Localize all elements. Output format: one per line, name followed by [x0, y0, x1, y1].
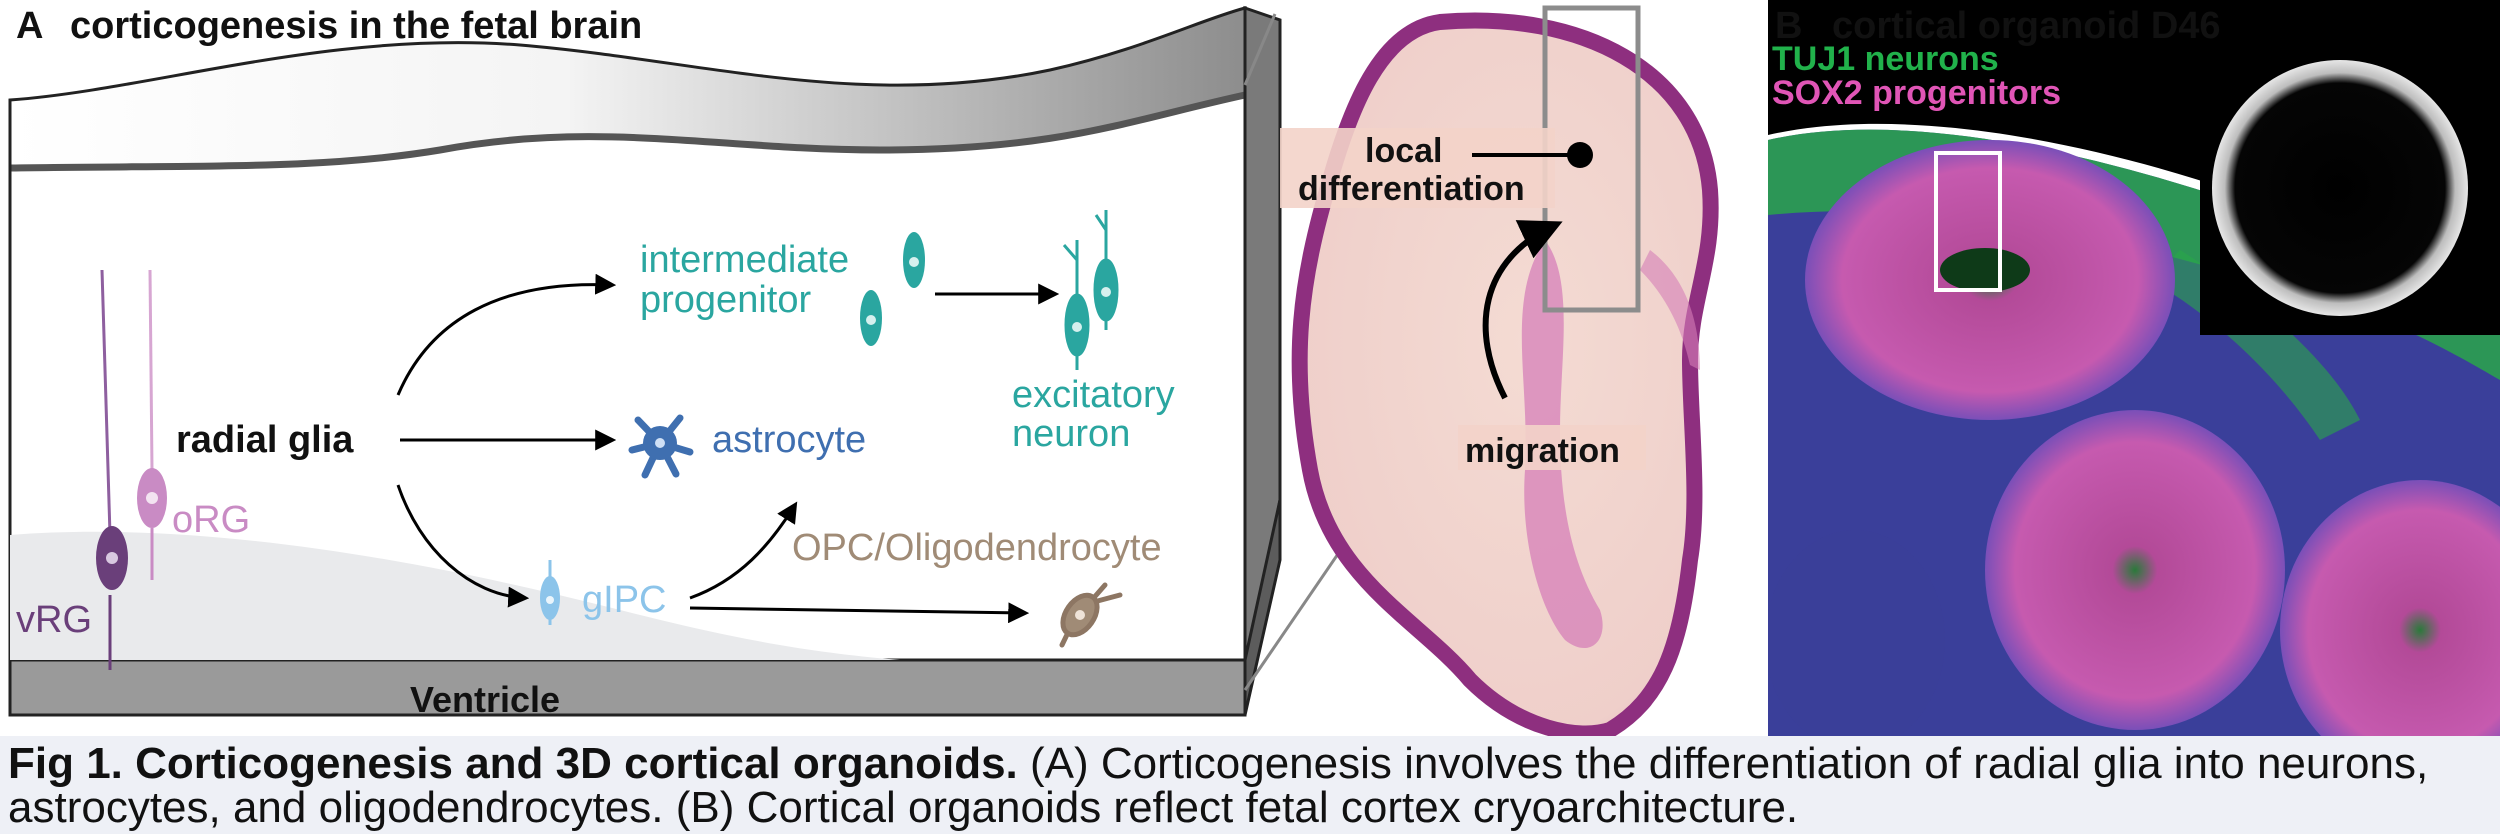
radial-glia-fibers	[100, 269, 154, 670]
figure-canvas: A corticogenesis in the fetal brain oRG …	[8, 0, 2500, 736]
caption-line-1: Fig 1. Corticogenesis and 3D cortical or…	[8, 742, 2428, 786]
caption-line-2: astrocytes, and oligodendrocytes. (B) Co…	[8, 783, 1799, 832]
migration-bg	[1458, 425, 1646, 470]
organoid-image	[1768, 0, 2500, 736]
caption-bold: Fig 1. Corticogenesis and 3D cortical or…	[8, 739, 1018, 788]
org-cell	[137, 468, 167, 580]
glpc-cell	[540, 560, 560, 625]
astrocyte-cell	[628, 414, 694, 479]
panel-a-title: corticogenesis in the fetal brain	[70, 5, 642, 47]
opc-label: OPC/Oligodendrocyte	[792, 527, 1162, 569]
migration-label: migration	[1465, 432, 1620, 470]
figure-caption: Fig 1. Corticogenesis and 3D cortical or…	[0, 736, 2500, 834]
local-diff-label-2: differentiation	[1298, 170, 1525, 208]
panel-b-title: cortical organoid D46	[1832, 5, 2221, 47]
ventricle-label: Ventricle	[410, 679, 560, 720]
intermediate-progenitor-cells	[860, 232, 925, 346]
local-diff-dot	[1567, 142, 1593, 168]
organoid-zoom-box	[1934, 151, 2002, 292]
legend-tuj1: TUJ1 neurons	[1772, 40, 1999, 78]
excitatory-neuron-label-1: excitatory	[1012, 374, 1175, 416]
opc-cell	[1059, 582, 1123, 648]
panel-a-letter: A	[16, 5, 43, 47]
caption-text-1: (A) Corticogenesis involves the differen…	[1017, 739, 2429, 788]
legend-sox2: SOX2 progenitors	[1772, 74, 2061, 112]
vrg-label: vRG	[16, 599, 92, 641]
excitatory-neuron-label-2: neuron	[1012, 413, 1130, 455]
intermediate-progenitor-label-1: intermediate	[640, 239, 849, 281]
differentiation-arrows	[396, 273, 1060, 624]
astrocyte-label: astrocyte	[712, 419, 866, 461]
cortex-box	[8, 5, 1282, 717]
panel-b-letter: B	[1775, 5, 1802, 47]
local-diff-label-1: local	[1365, 132, 1442, 170]
org-label: oRG	[172, 499, 250, 541]
intermediate-progenitor-label-2: progenitor	[640, 279, 811, 321]
vrg-cell	[96, 526, 128, 590]
glpc-label: gIPC	[582, 579, 666, 621]
local-diff-bg	[1280, 128, 1555, 208]
excitatory-neuron-cells	[1062, 210, 1119, 370]
radial-glia-label: radial glia	[176, 419, 354, 461]
migration-arrow	[1482, 220, 1563, 400]
brain-slice	[1291, 12, 1719, 736]
